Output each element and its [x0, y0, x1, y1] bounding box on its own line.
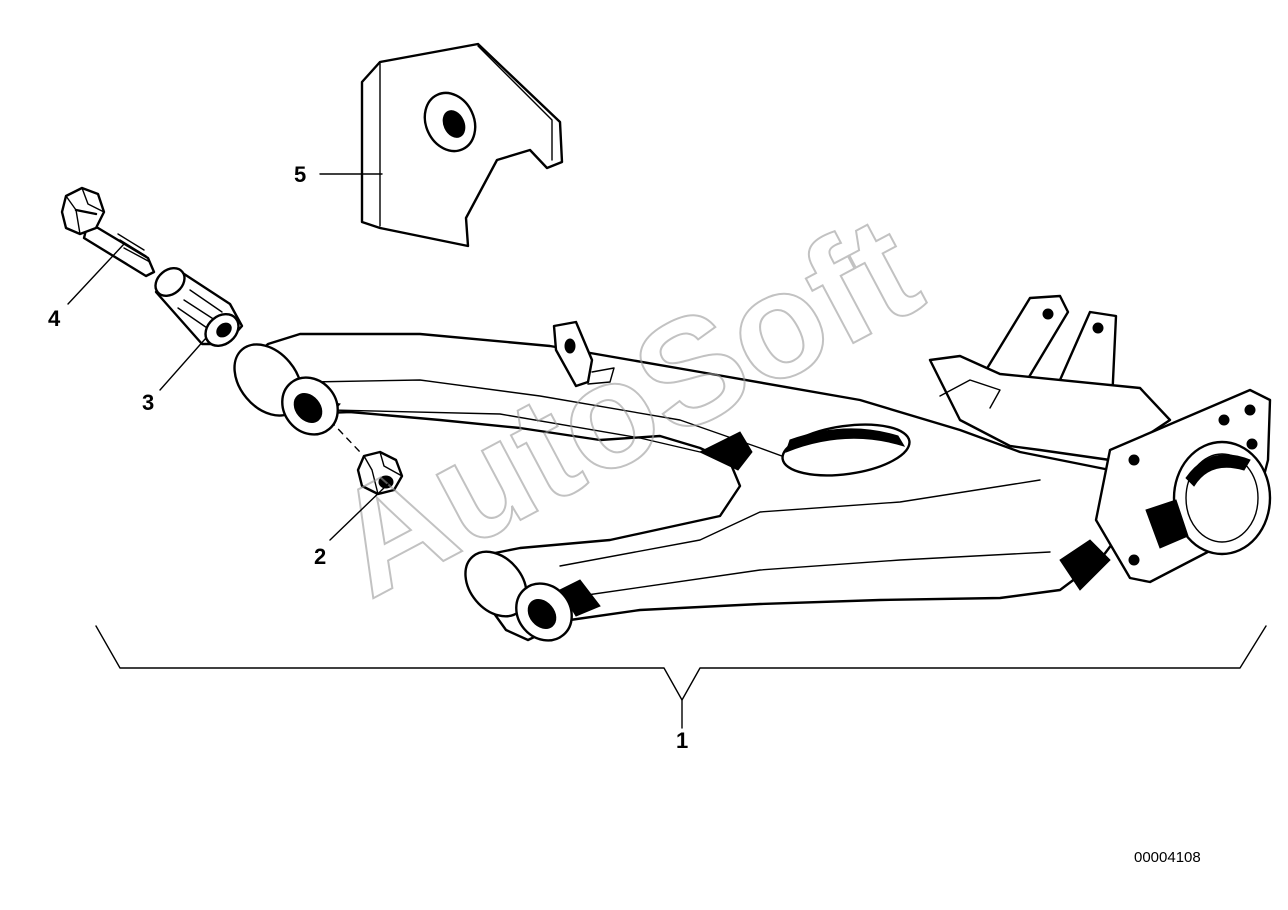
leader-line-4 [67, 243, 125, 305]
callout-5: 5 [294, 162, 306, 187]
trailing-arm-part-1 [233, 294, 1272, 642]
nut-part-2 [356, 450, 404, 496]
bushing-sleeve-part-3 [154, 267, 244, 347]
assembly-bracket [95, 625, 1267, 701]
bracket-plate-part-5 [360, 42, 564, 248]
callout-2: 2 [314, 544, 326, 569]
axis-dash-line [321, 411, 361, 453]
callout-3: 3 [142, 390, 154, 415]
leader-line-2 [329, 483, 389, 541]
callout-1: 1 [676, 728, 688, 753]
document-number: 00004108 [1134, 849, 1201, 866]
bolt-part-4 [60, 186, 156, 278]
callout-4: 4 [48, 306, 61, 331]
leader-line-3 [159, 337, 207, 391]
